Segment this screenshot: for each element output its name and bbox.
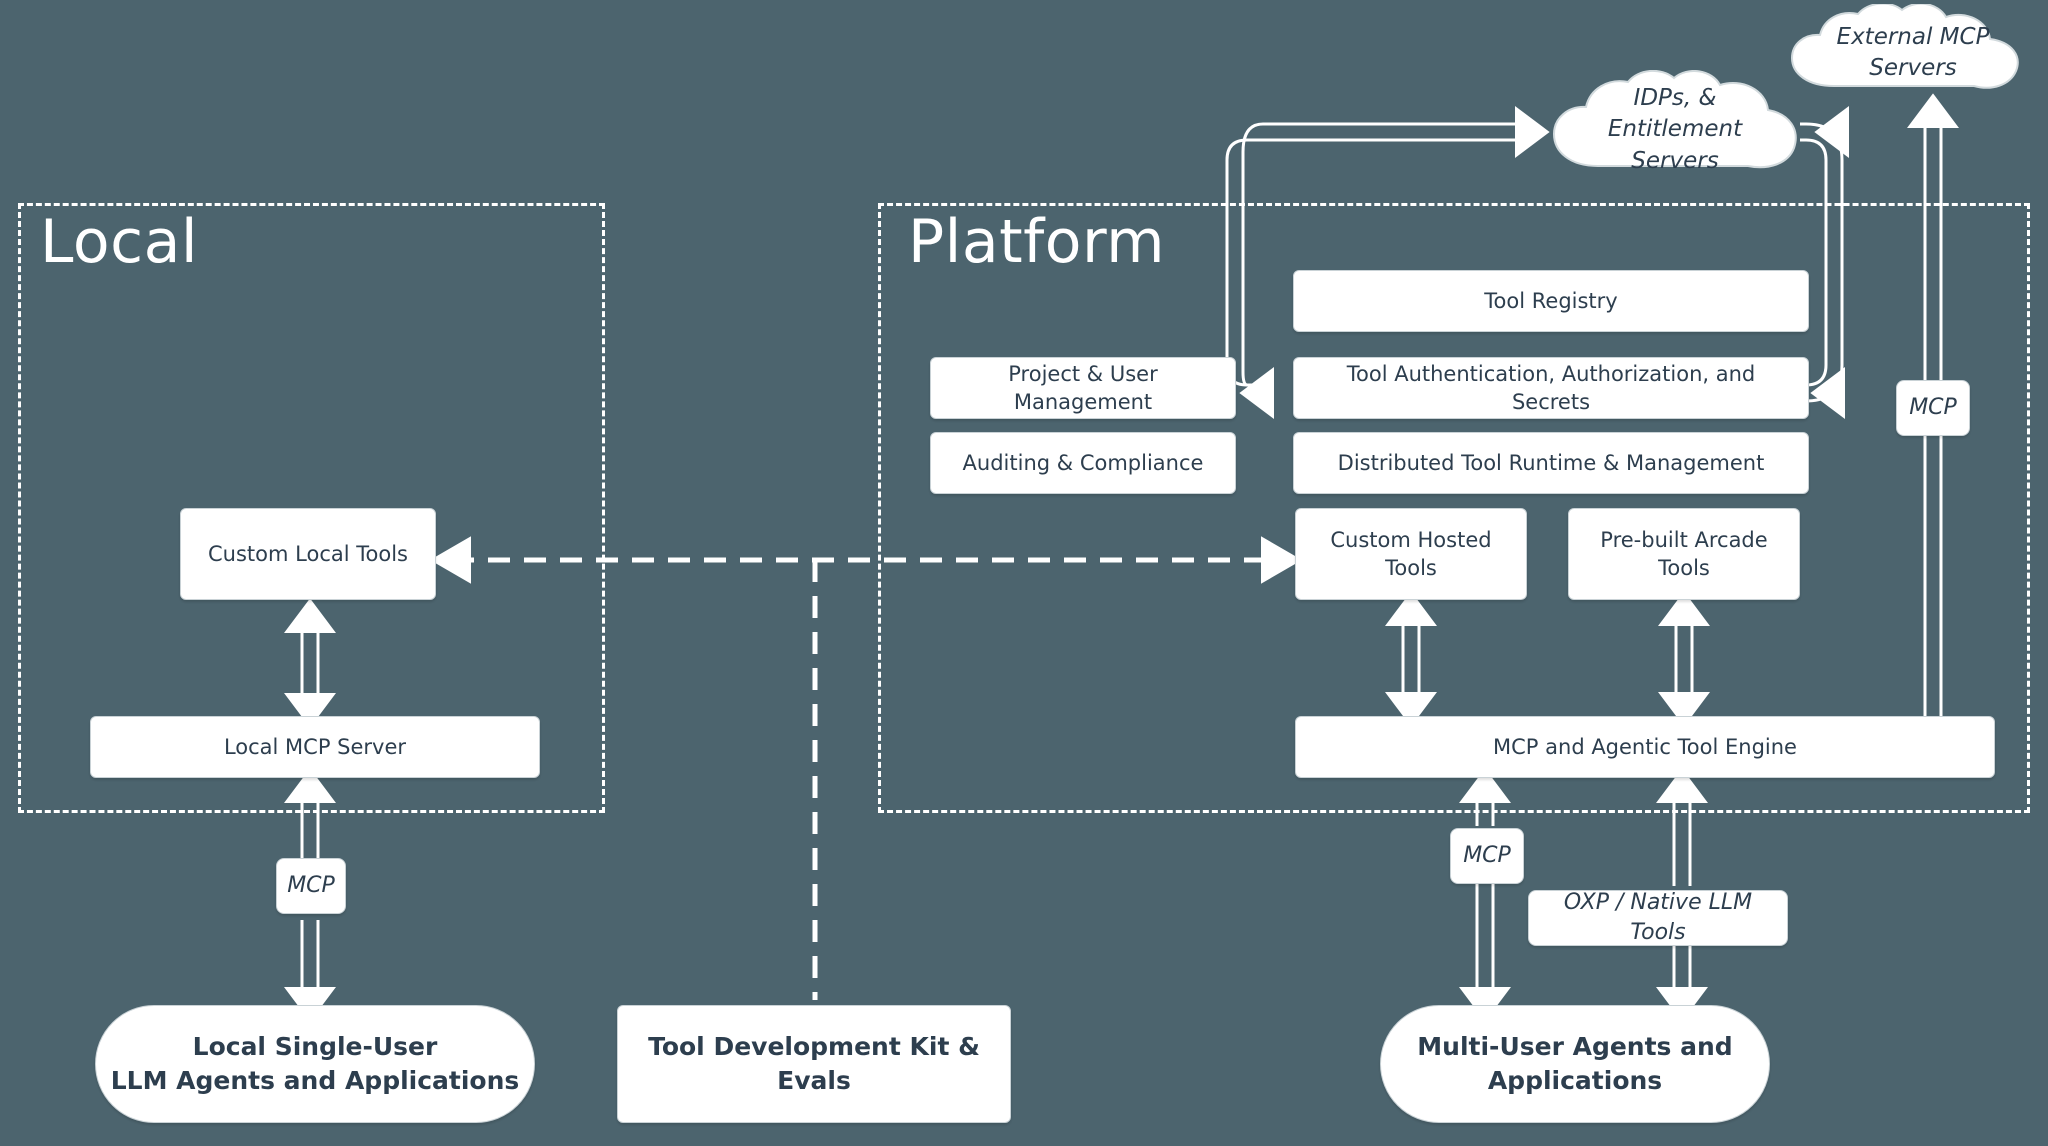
cloud-shape-icon <box>1790 4 2019 89</box>
cloud-idps-line1: IDPs, & Entitlement <box>1607 85 1743 143</box>
zone-platform-frame <box>878 203 2030 813</box>
cloud-idps-label: IDPs, & Entitlement Servers <box>1540 83 1810 176</box>
node-multiuser-agents-line2: Applications <box>1487 1066 1663 1095</box>
tag-mcp-platform-right: MCP <box>1896 380 1970 436</box>
node-local-agents-line2: LLM Agents and Applications <box>110 1066 520 1095</box>
node-tool-auth[interactable]: Tool Authentication, Authorization, and … <box>1293 357 1809 419</box>
tag-oxp-native-llm-tools: OXP / Native LLM Tools <box>1528 890 1788 946</box>
cloud-shape-icon <box>1552 70 1797 169</box>
node-distributed-tool-runtime[interactable]: Distributed Tool Runtime & Management <box>1293 432 1809 494</box>
node-auditing-compliance[interactable]: Auditing & Compliance <box>930 432 1236 494</box>
node-prebuilt-arcade-tools[interactable]: Pre-built Arcade Tools <box>1568 508 1800 600</box>
node-mcp-agentic-tool-engine[interactable]: MCP and Agentic Tool Engine <box>1295 716 1995 778</box>
tag-mcp-platform-bottom: MCP <box>1450 828 1524 884</box>
node-multiuser-agents-line1: Multi-User Agents and <box>1417 1032 1733 1062</box>
node-tool-development-kit[interactable]: Tool Development Kit & Evals <box>617 1005 1011 1123</box>
zone-local-frame <box>18 203 605 813</box>
tag-mcp-local: MCP <box>276 858 346 914</box>
node-tool-registry[interactable]: Tool Registry <box>1293 270 1809 332</box>
cloud-idps-entitlement: IDPs, & Entitlement Servers <box>1540 70 1810 190</box>
cloud-external-mcp-label: External MCP Servers <box>1836 23 1990 81</box>
zone-platform-title: Platform <box>908 207 1166 277</box>
node-local-mcp-server[interactable]: Local MCP Server <box>90 716 540 778</box>
cloud-external-mcp-servers: External MCP Servers <box>1782 4 2044 102</box>
node-multiuser-agents[interactable]: Multi-User Agents and Applications <box>1380 1005 1770 1123</box>
node-project-user-management[interactable]: Project & User Management <box>930 357 1236 419</box>
zone-local-title: Local <box>40 207 199 277</box>
node-custom-local-tools[interactable]: Custom Local Tools <box>180 508 436 600</box>
node-custom-hosted-tools[interactable]: Custom Hosted Tools <box>1295 508 1527 600</box>
node-local-agents[interactable]: Local Single-User LLM Agents and Applica… <box>95 1005 535 1123</box>
cloud-idps-line2: Servers <box>1631 147 1719 174</box>
node-local-agents-line1: Local Single-User <box>192 1032 438 1062</box>
